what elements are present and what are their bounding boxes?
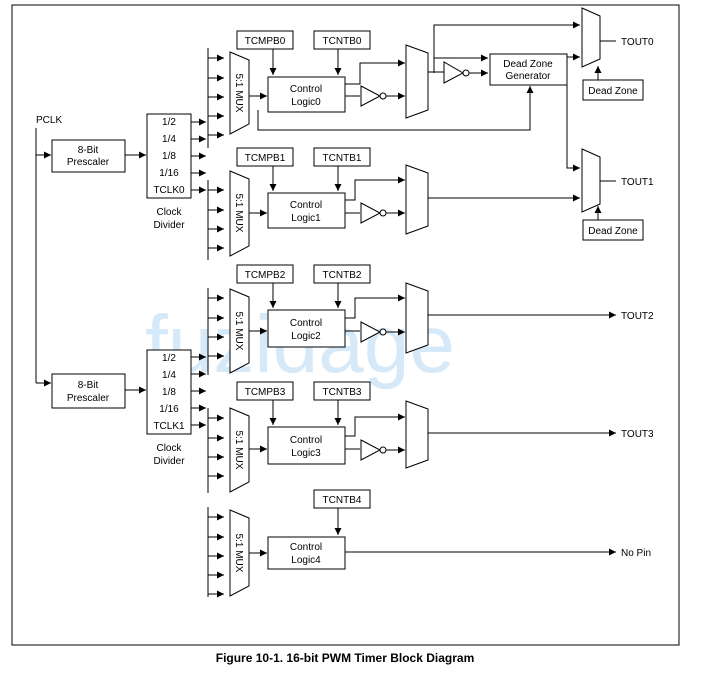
select-mux-3 [405,400,429,469]
select-mux-0 [405,44,429,119]
register-tcmpb3-label: TCMPB3 [245,387,286,398]
divider-0-option: TCLK0 [153,185,185,196]
output-tout1: TOUT1 [621,177,654,188]
divider-0-option: 1/8 [162,151,176,162]
divider-0-label-line1: Clock [156,207,182,218]
mux-0-label: 5:1 MUX [233,74,244,113]
control-logic-4-line2: Logic4 [291,555,321,566]
prescaler-0 [51,139,126,173]
divider-1-option: TCLK1 [153,421,185,432]
mux-1 [229,170,250,257]
divider-1-option: 1/16 [159,404,179,415]
dead-zone-generator [489,53,568,86]
control-logic-2-line2: Logic2 [291,331,321,342]
divider-1-option: 1/4 [162,370,176,381]
select-mux-2 [405,282,429,354]
register-tcmpb1-label: TCMPB1 [245,153,286,164]
output-no-pin: No Pin [621,548,651,559]
inverter-0 [360,85,382,107]
prescaler-1-line1: 8-Bit [78,380,99,391]
output-tout2: TOUT2 [621,311,654,322]
pclk-label: PCLK [36,115,62,126]
inverter-2-bubble [379,328,387,336]
control-logic-1 [267,192,346,229]
inverter-0b-bubble [462,69,470,77]
inverter-3 [360,439,382,461]
dead-zone-1-label: Dead Zone [588,226,638,237]
mux-3 [229,407,250,493]
output-mux-1 [581,148,601,213]
output-tout3: TOUT3 [621,429,654,440]
clock-divider-0 [146,113,192,199]
register-tcmpb0-label: TCMPB0 [245,36,286,47]
control-logic-0 [267,76,346,113]
figure-caption: Figure 10-1. 16-bit PWM Timer Block Diag… [215,651,475,665]
register-tcntb3-label: TCNTB3 [323,387,362,398]
dead-zone-1 [582,219,644,241]
register-tcmpb3 [236,381,294,401]
control-logic-2 [267,309,346,348]
register-tcntb2 [313,264,371,284]
divider-1-option: 1/8 [162,387,176,398]
control-logic-0-line1: Control [290,84,322,95]
register-tcntb2-label: TCNTB2 [323,270,362,281]
inverter-2 [360,321,382,343]
divider-1-label-line2: Divider [153,456,185,467]
prescaler-0-line2: Prescaler [67,157,110,168]
divider-1-label-line1: Clock [156,443,182,454]
register-tcntb4 [313,489,371,509]
dead-zone-0-label: Dead Zone [588,86,638,97]
clock-divider-1 [146,349,192,435]
mux-0 [229,51,250,135]
control-logic-3 [267,426,346,465]
register-tcntb0-label: TCNTB0 [323,36,362,47]
control-logic-3-line1: Control [290,435,322,446]
inverter-1-bubble [379,209,387,217]
divider-1-option: 1/2 [162,353,176,364]
dead-zone-generator-line1: Dead Zone [503,59,553,70]
dead-zone-generator-line2: Generator [505,71,551,82]
register-tcntb1-label: TCNTB1 [323,153,362,164]
inverter-3-bubble [379,446,387,454]
divider-0-option: 1/2 [162,117,176,128]
mux-2-label: 5:1 MUX [233,312,244,351]
register-tcmpb0 [236,30,294,50]
mux-3-label: 5:1 MUX [233,431,244,470]
divider-0-label-line2: Divider [153,220,185,231]
register-tcntb4-label: TCNTB4 [323,495,362,506]
select-mux-1 [405,164,429,235]
inverter-0-bubble [379,92,387,100]
prescaler-1 [51,373,126,409]
prescaler-1-line2: Prescaler [67,393,110,404]
mux-2 [229,288,250,374]
divider-0-option: 1/16 [159,168,179,179]
register-tcntb0 [313,30,371,50]
mux-1-label: 5:1 MUX [233,194,244,233]
mux-4-label: 5:1 MUX [233,534,244,573]
control-logic-3-line2: Logic3 [291,448,321,459]
register-tcntb3 [313,381,371,401]
control-logic-1-line2: Logic1 [291,213,321,224]
inverter-0b [443,61,465,84]
prescaler-0-line1: 8-Bit [78,145,99,156]
divider-0-option: 1/4 [162,134,176,145]
register-tcntb1 [313,147,371,167]
inverter-1 [360,202,382,224]
control-logic-0-line2: Logic0 [291,97,321,108]
dead-zone-0 [582,79,644,101]
control-logic-4-line1: Control [290,542,322,553]
mux-4 [229,509,250,597]
register-tcmpb2 [236,264,294,284]
diagram-frame [11,4,680,646]
control-logic-2-line1: Control [290,318,322,329]
register-tcmpb1 [236,147,294,167]
control-logic-1-line1: Control [290,200,322,211]
register-tcmpb2-label: TCMPB2 [245,270,286,281]
output-mux-0 [581,7,601,68]
control-logic-4 [267,536,346,570]
output-tout0: TOUT0 [621,37,654,48]
